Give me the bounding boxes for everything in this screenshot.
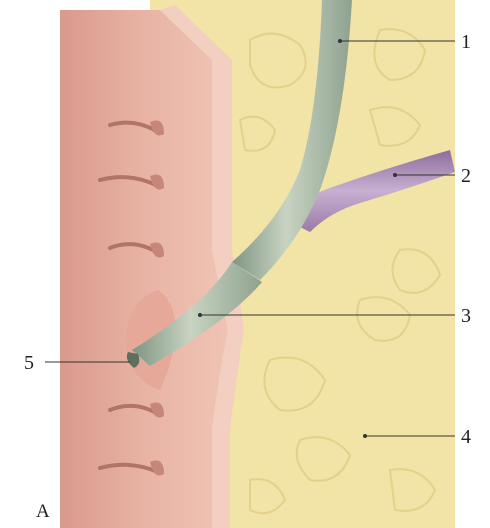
callout-2: 2 [461,166,471,186]
panel-label: A [36,502,50,521]
callout-3: 3 [461,306,471,326]
callout-1: 1 [461,32,471,52]
callout-5: 5 [24,353,34,373]
intestinal-wall [60,10,228,528]
callout-4: 4 [461,427,471,447]
